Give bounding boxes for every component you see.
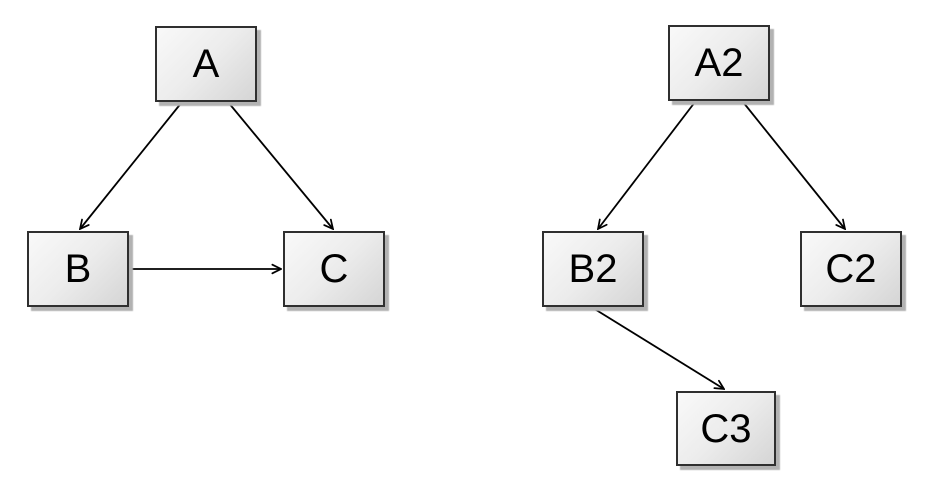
node-a: A <box>155 26 257 102</box>
node-label: C3 <box>700 406 752 451</box>
node-b: B <box>27 231 129 307</box>
edge-B2-C3 <box>592 307 724 389</box>
edge-A-B <box>80 101 183 229</box>
node-label: A <box>192 42 220 86</box>
node-label: B <box>64 247 92 291</box>
node-b2: B2 <box>542 231 644 307</box>
node-c: C <box>283 231 385 307</box>
node-label: C <box>319 247 349 291</box>
node-label: A2 <box>694 41 744 85</box>
node-c2: C2 <box>800 231 902 307</box>
node-c3: C3 <box>676 391 776 466</box>
edge-A2-B2 <box>598 101 696 229</box>
node-a2: A2 <box>668 25 770 101</box>
node-label: C2 <box>825 247 877 291</box>
edge-A2-C2 <box>742 101 845 229</box>
edge-A-C <box>227 101 333 229</box>
node-label: B2 <box>568 247 618 291</box>
